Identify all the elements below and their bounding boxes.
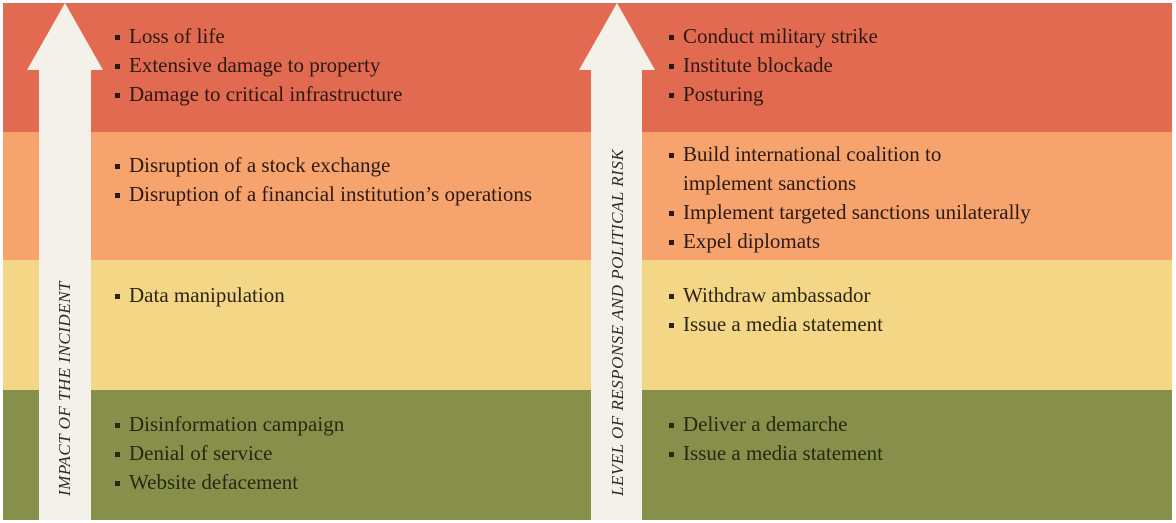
list-item: Expel diplomats [667, 227, 1127, 256]
impact-list-low: Disinformation campaign Denial of servic… [113, 410, 344, 497]
response-up-arrow-icon [579, 3, 659, 520]
list-item: Posturing [667, 80, 878, 109]
impact-up-arrow-icon [27, 3, 107, 520]
response-list-severe: Conduct military strike Institute blocka… [667, 22, 878, 109]
list-item: Website defacement [113, 468, 344, 497]
list-item: Implement targeted sanctions unilaterall… [667, 198, 1127, 227]
band-severe: Loss of life Extensive damage to propert… [3, 3, 1172, 132]
band-moderate: Data manipulation Withdraw ambassador Is… [3, 260, 1172, 390]
response-list-low: Deliver a demarche Issue a media stateme… [667, 410, 883, 468]
band-low: Disinformation campaign Denial of servic… [3, 390, 1172, 520]
band-high: Disruption of a stock exchange Disruptio… [3, 132, 1172, 260]
list-item: Withdraw ambassador [667, 281, 883, 310]
list-item: Data manipulation [113, 281, 285, 310]
list-item: Disruption of a financial institution’s … [113, 180, 533, 209]
list-item: Damage to critical infrastructure [113, 80, 402, 109]
list-item: Extensive damage to property [113, 51, 402, 80]
impact-axis-label: IMPACT OF THE INCIDENT [55, 281, 74, 496]
list-item: Institute blockade [667, 51, 878, 80]
list-item: Disruption of a stock exchange [113, 151, 533, 180]
list-item: Conduct military strike [667, 22, 878, 51]
list-item: Denial of service [113, 439, 344, 468]
list-item: Deliver a demarche [667, 410, 883, 439]
response-axis-label: LEVEL OF RESPONSE AND POLITICAL RISK [608, 148, 627, 496]
response-list-high: Build international coalition to impleme… [667, 140, 1127, 256]
impact-list-severe: Loss of life Extensive damage to propert… [113, 22, 402, 109]
impact-list-moderate: Data manipulation [113, 281, 285, 310]
response-list-moderate: Withdraw ambassador Issue a media statem… [667, 281, 883, 339]
list-item: Build international coalition to impleme… [667, 140, 1013, 198]
list-item: Disinformation campaign [113, 410, 344, 439]
escalation-diagram: Loss of life Extensive damage to propert… [3, 3, 1172, 520]
list-item: Loss of life [113, 22, 402, 51]
impact-list-high: Disruption of a stock exchange Disruptio… [113, 151, 533, 209]
list-item: Issue a media statement [667, 310, 883, 339]
list-item: Issue a media statement [667, 439, 883, 468]
